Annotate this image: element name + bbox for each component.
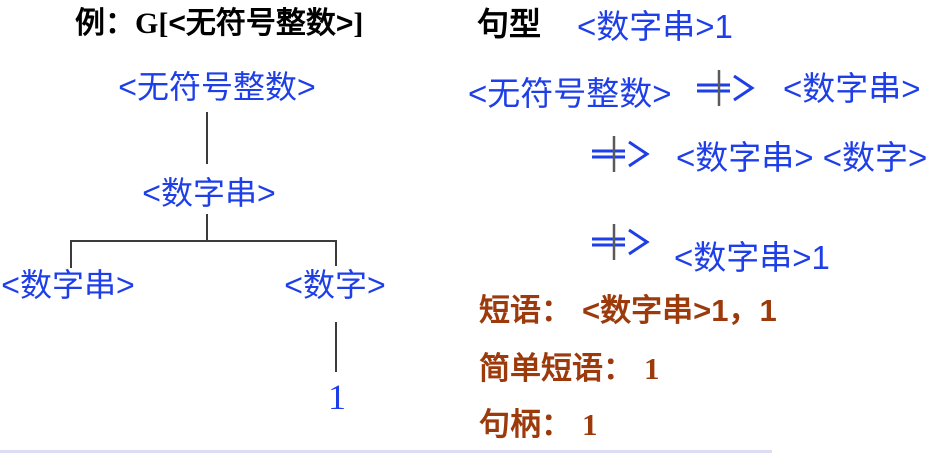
bottom-divider — [0, 450, 772, 453]
tree-edge-branch-left — [70, 240, 72, 268]
simple-phrase-label: 简单短语： — [479, 351, 634, 386]
handle-label: 句柄： — [479, 407, 572, 442]
example-title: 例：G[<无符号整数>] — [75, 7, 363, 40]
handle-value: 1 — [582, 407, 598, 442]
tree-edge-digit-to-leaf — [335, 322, 337, 372]
tree-edge-root-to-child — [206, 112, 208, 164]
tree-node-root: <无符号整数> — [118, 69, 316, 105]
phrase-value: <数字串>1，1 — [582, 293, 777, 328]
derivation-step-1: <数字串> — [783, 70, 921, 107]
simple-phrase-value: 1 — [644, 351, 660, 386]
tree-node-digit: <数字> — [284, 267, 386, 303]
tree-edge-branch-horizontal — [70, 240, 337, 242]
tree-edge-child-down — [206, 214, 208, 240]
grammar-name-open: G[ — [135, 7, 169, 40]
grammar-name-close: ] — [353, 7, 364, 40]
sentential-form-value: <数字串>1 — [577, 8, 733, 45]
handle-row: 句柄： 1 — [479, 407, 598, 442]
grammar-start-symbol: <无符号整数> — [168, 7, 354, 40]
simple-phrase-row: 简单短语： 1 — [479, 351, 660, 386]
derives-arrow-icon — [592, 136, 650, 172]
tree-leaf-terminal: 1 — [328, 377, 346, 417]
derives-arrow-icon — [697, 70, 755, 106]
derivation-step-2: <数字串> <数字> — [676, 139, 928, 176]
derives-arrow-icon — [592, 224, 650, 260]
tree-edge-branch-right — [335, 240, 337, 266]
tree-node-digit-string: <数字串> — [142, 175, 276, 211]
tree-node-digit-string-left: <数字串> — [1, 267, 135, 303]
phrase-row: 短语： <数字串>1，1 — [479, 293, 777, 328]
sentential-form-label: 句型 — [477, 6, 542, 42]
phrase-label: 短语： — [479, 293, 572, 328]
derivation-start-symbol: <无符号整数> — [468, 75, 672, 112]
derivation-step-3: <数字串>1 — [674, 239, 830, 276]
example-title-prefix: 例： — [75, 7, 135, 40]
